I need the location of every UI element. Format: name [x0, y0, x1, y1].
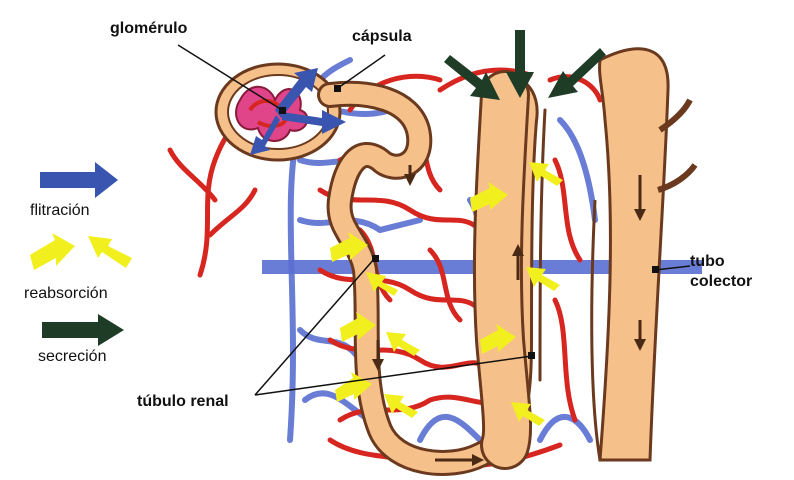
- tubulo-renal-label: túbulo renal: [137, 393, 229, 411]
- tubo-colector-label: tubo colector: [690, 252, 752, 292]
- legend-filtracion-label: flitración: [30, 202, 90, 220]
- legend-filtration-icon: [40, 162, 118, 198]
- renal-tubule: [330, 88, 545, 463]
- collecting-duct: [592, 49, 695, 460]
- legend-secrecion-label: secreción: [38, 348, 106, 366]
- glomerulo-label: glomérulo: [110, 20, 187, 38]
- legend-reabsorcion-label: reabsorción: [24, 285, 108, 303]
- capsula-label: cápsula: [352, 28, 412, 46]
- legend-reabsorption-icon: [30, 233, 132, 270]
- legend-secretion-icon: [42, 314, 124, 346]
